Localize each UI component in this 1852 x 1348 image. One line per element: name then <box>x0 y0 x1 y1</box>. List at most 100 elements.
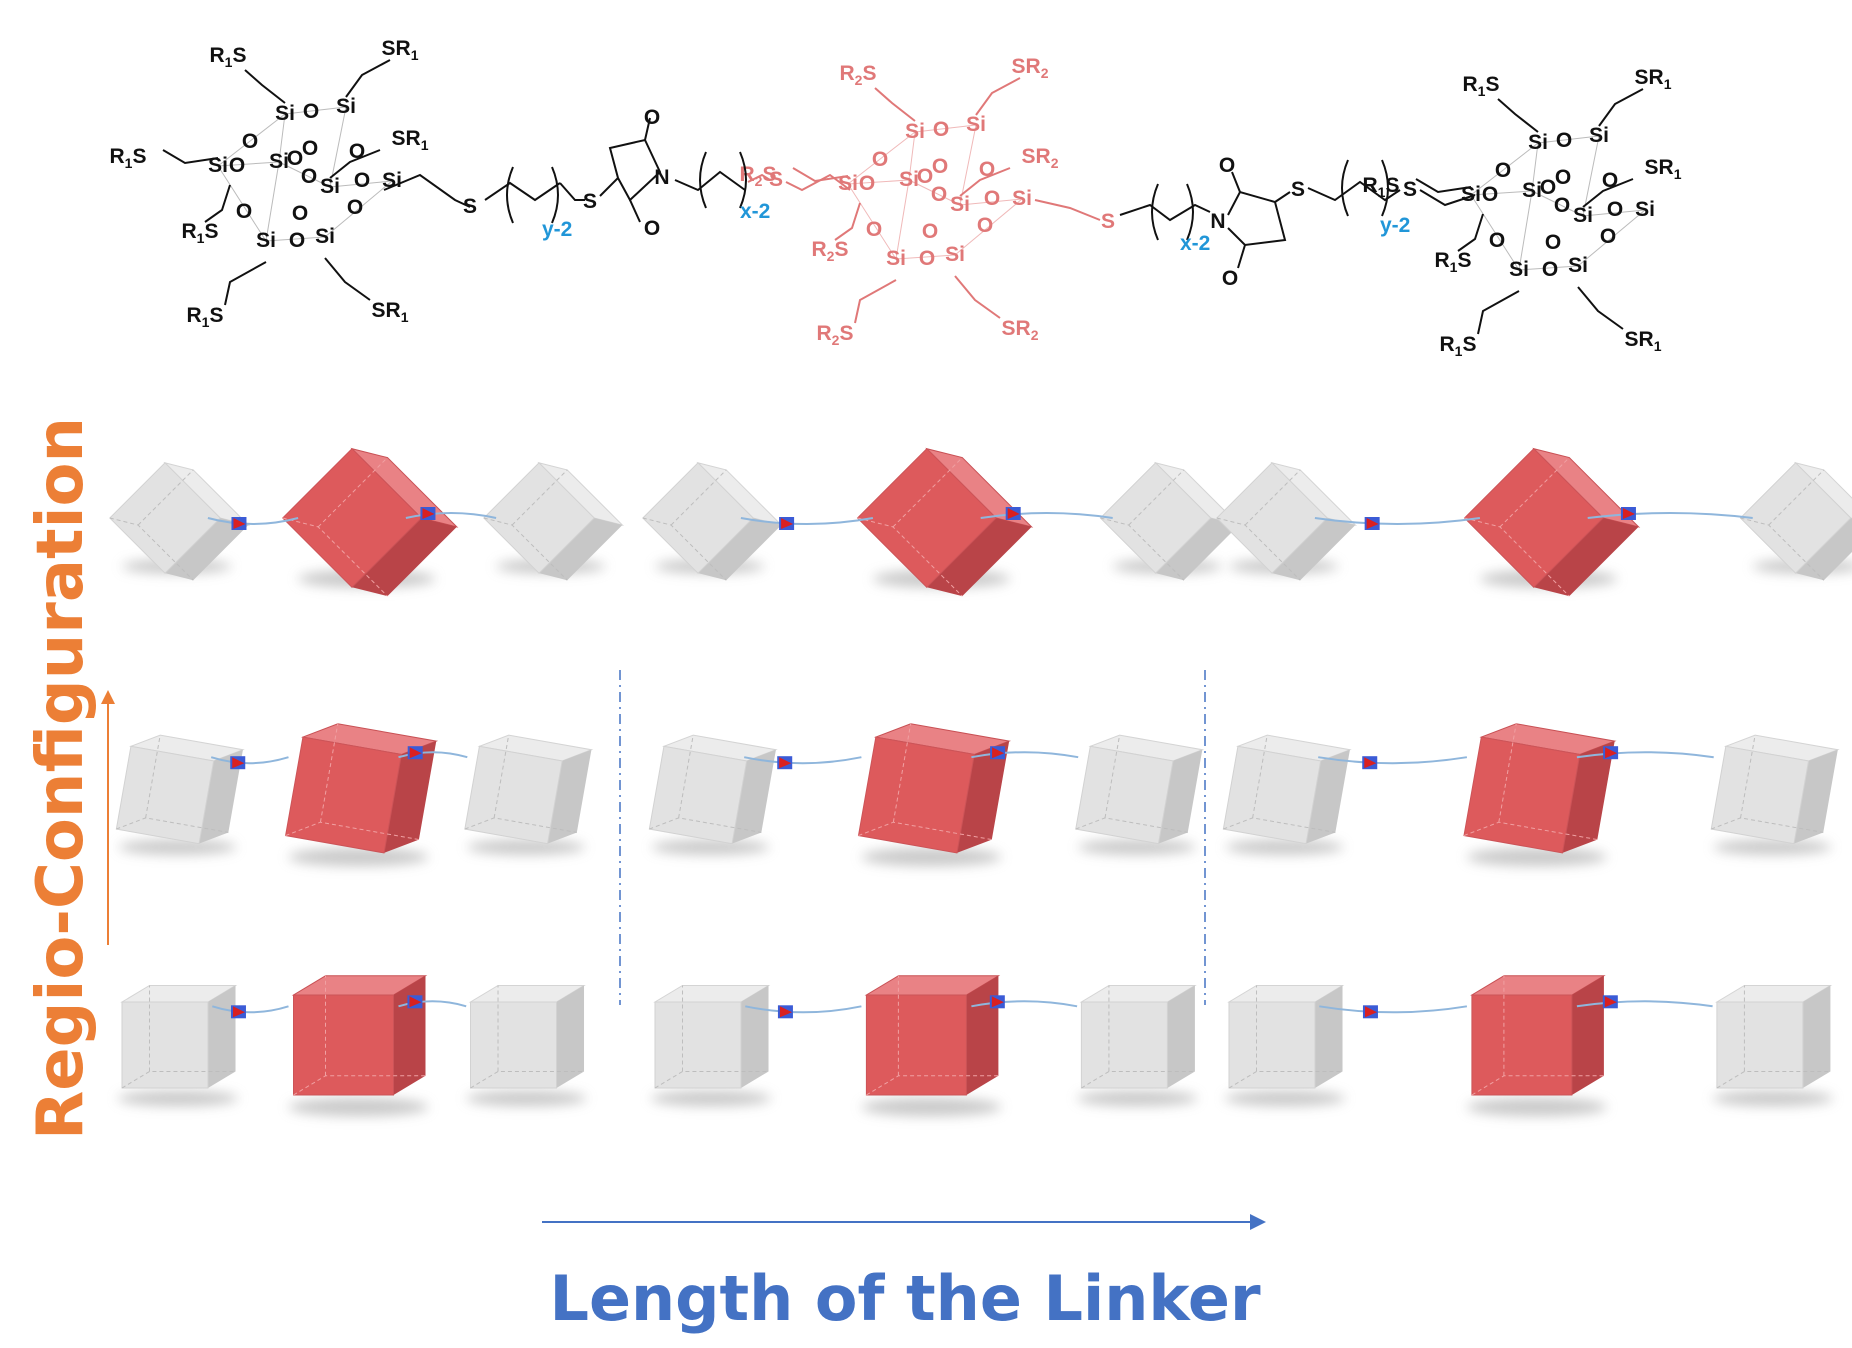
red-cube <box>1463 447 1641 597</box>
silicon-atom: Si <box>269 150 289 173</box>
cube-face-front <box>1080 1001 1168 1089</box>
cube-face-front <box>1216 462 1328 574</box>
thioether-group-label: R2S <box>740 163 777 189</box>
cube-face-front <box>284 736 403 854</box>
bond <box>674 170 746 192</box>
connector-arrow <box>992 747 1005 759</box>
oxygen-atom: O <box>922 220 938 243</box>
maleimide-connector <box>1362 1005 1378 1019</box>
connector-arrow <box>779 1006 792 1018</box>
assembly-face-long <box>1224 975 1834 1116</box>
oxygen-atom: O <box>1489 229 1505 252</box>
bond <box>874 87 916 122</box>
linker-chain <box>210 756 289 765</box>
bond <box>959 167 1011 197</box>
connector-arrow <box>409 996 422 1008</box>
cube-face-side <box>1272 518 1356 581</box>
repeat-bracket-left <box>699 151 707 209</box>
cube-face-front <box>1222 745 1322 845</box>
cage-bond <box>847 183 897 260</box>
oxygen-atom: O <box>859 172 875 195</box>
maleimide-connector <box>1364 517 1380 530</box>
cube-shadow <box>861 1098 1002 1116</box>
cube-hidden-edge <box>670 469 727 526</box>
bond <box>1457 213 1484 252</box>
repeat-bracket-right <box>551 166 559 224</box>
cage-bond <box>1582 209 1646 217</box>
cube-face-side <box>1158 749 1203 844</box>
assembly-face-short <box>117 975 587 1116</box>
cube-face-side <box>547 749 592 844</box>
connector-arrow <box>1007 508 1020 519</box>
cube-hidden-edge <box>282 517 388 597</box>
maleimide-connector <box>231 517 247 530</box>
connector-arrow <box>779 757 792 769</box>
cube-face-side <box>741 985 769 1088</box>
repeat-bracket-left <box>1151 183 1159 241</box>
silicon-atom: Si <box>1573 204 1593 227</box>
maleimide-connector <box>1362 756 1378 770</box>
cube-hidden-edge <box>1711 817 1824 833</box>
bond <box>162 149 219 165</box>
cube-face-side <box>1533 518 1639 597</box>
bond <box>644 117 651 141</box>
thioether-group-label: SR1 <box>1645 156 1682 182</box>
oxygen-atom: O <box>349 140 365 163</box>
cube-face-side <box>1167 985 1195 1088</box>
linker-chain <box>971 1000 1078 1008</box>
oxygen-atom: O <box>287 147 303 170</box>
linker-chain <box>743 756 862 765</box>
cage-bond <box>329 180 393 188</box>
maleimide-connector <box>1603 746 1619 760</box>
cage-bond <box>914 124 977 133</box>
red-cube <box>281 447 459 597</box>
bond <box>559 182 585 201</box>
cube-hidden-edge <box>1216 517 1301 581</box>
bond <box>484 181 561 202</box>
thioether-group-label: SR2 <box>1012 55 1049 81</box>
oxygen-atom: O <box>644 106 660 129</box>
oxygen-atom: O <box>933 118 949 141</box>
cube-face-front <box>1228 1001 1316 1089</box>
oxygen-atom: O <box>229 154 245 177</box>
bond <box>1419 189 1476 207</box>
oxygen-atom: O <box>1219 154 1235 177</box>
maleimide-connector <box>777 1005 793 1019</box>
maleimide-connector <box>779 517 795 530</box>
linker-chain <box>971 751 1079 759</box>
gray-cube <box>1739 461 1852 581</box>
linker-length-label: Length of the Linker <box>549 1262 1261 1335</box>
connector-arrow <box>409 747 422 759</box>
red-cube <box>284 723 439 866</box>
gray-cube <box>117 984 239 1107</box>
cube-face-front <box>1099 462 1212 574</box>
bond <box>629 199 641 223</box>
cube-hidden-edge <box>857 517 963 597</box>
cage-bond <box>908 179 961 206</box>
repeat-bracket-left <box>506 166 514 224</box>
cube-shadow <box>1224 1090 1346 1107</box>
cube-face-side <box>208 985 236 1088</box>
silicon-atom: Si <box>899 168 919 191</box>
oxygen-atom: O <box>1556 129 1572 152</box>
thioether-group-label: R2S <box>840 62 877 88</box>
cube-hidden-edge <box>1768 469 1825 526</box>
bond <box>345 59 391 98</box>
cube-face-side <box>956 741 1010 853</box>
cage-bond <box>1470 142 1539 196</box>
cube-hidden-edge <box>293 1075 426 1096</box>
cube-face-side <box>966 975 999 1095</box>
cage-bond <box>895 254 956 260</box>
gray-cube <box>1712 984 1834 1107</box>
cube-hidden-edge <box>892 723 912 823</box>
cube-hidden-edge <box>109 517 194 581</box>
cube-face-front <box>865 994 967 1096</box>
cube-face-front <box>281 447 423 589</box>
bond <box>1577 286 1624 330</box>
cage-bond <box>847 179 910 185</box>
cube-hidden-edge <box>121 1070 236 1089</box>
nitrogen-atom: N <box>1210 210 1225 233</box>
cube-face-front <box>1471 994 1573 1096</box>
thioether-group-label: SR1 <box>382 37 419 63</box>
linker-chain <box>1587 512 1753 519</box>
